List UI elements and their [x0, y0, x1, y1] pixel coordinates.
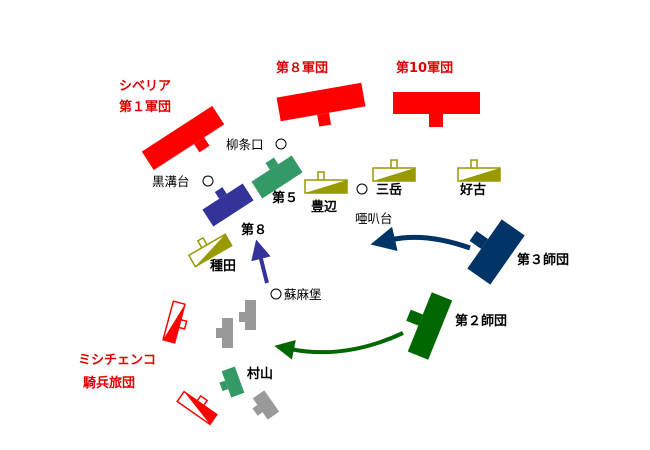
- circle-marker-icon: [356, 183, 368, 195]
- label-10th-corps: 第10軍団: [396, 60, 453, 76]
- label-5th-division: 第５: [272, 190, 298, 206]
- label-3rd-division: 第３師団: [517, 252, 569, 268]
- unit-10th-corps: [393, 92, 480, 127]
- place-heigoutai: 黒溝台: [152, 174, 190, 189]
- unit-toyohe: [304, 171, 348, 194]
- unit-2nd-division: [406, 292, 453, 360]
- arrow-sumabao: [251, 239, 271, 284]
- label-murayama: 村山: [247, 366, 273, 382]
- circle-marker-icon: [270, 288, 282, 300]
- label-siberia-line2: 第１軍団: [119, 99, 171, 115]
- unit-5th-division: [251, 155, 303, 199]
- unit-3rd-division: [467, 219, 525, 285]
- label-mishchenko-line2: 騎兵旅団: [83, 375, 135, 391]
- unit-8th-division: [202, 183, 254, 227]
- label-taneda: 種田: [210, 258, 236, 274]
- label-2nd-division: 第２師団: [455, 313, 507, 329]
- unit-kouko: [457, 159, 501, 182]
- unit-sangaku: [372, 159, 416, 182]
- unit-8th-corps: [276, 82, 366, 127]
- label-mishchenko-line1: ミシチェンコ: [78, 353, 156, 368]
- arrow-2nd-division: [274, 331, 404, 360]
- label-8th-corps: 第８軍団: [276, 60, 328, 76]
- label-8th-division: 第８: [241, 222, 267, 238]
- place-sumabao: 蘇麻堡: [284, 287, 322, 302]
- unit-taneda: [187, 233, 233, 268]
- unit-gray-b: [216, 318, 233, 348]
- unit-gray-c: [252, 390, 280, 420]
- circle-marker-icon: [275, 138, 287, 150]
- unit-mishchenko-a: [162, 300, 188, 344]
- unit-gray-a: [239, 300, 256, 330]
- label-siberia-line1: シベリア: [119, 79, 171, 94]
- label-kouko: 好古: [459, 182, 486, 198]
- circle-marker-icon: [202, 175, 214, 187]
- place-liutiaokou: 柳条口: [226, 137, 264, 152]
- arrow-3rd-division: [370, 226, 471, 252]
- unit-mishchenko-b: [176, 390, 218, 426]
- unit-murayama: [219, 366, 245, 398]
- label-toyohe: 豊辺: [311, 199, 337, 215]
- place-yabatai: 唖叭台: [355, 211, 393, 226]
- unit-siberia-1st-corps: [141, 105, 225, 171]
- label-sangaku: 三岳: [376, 183, 402, 198]
